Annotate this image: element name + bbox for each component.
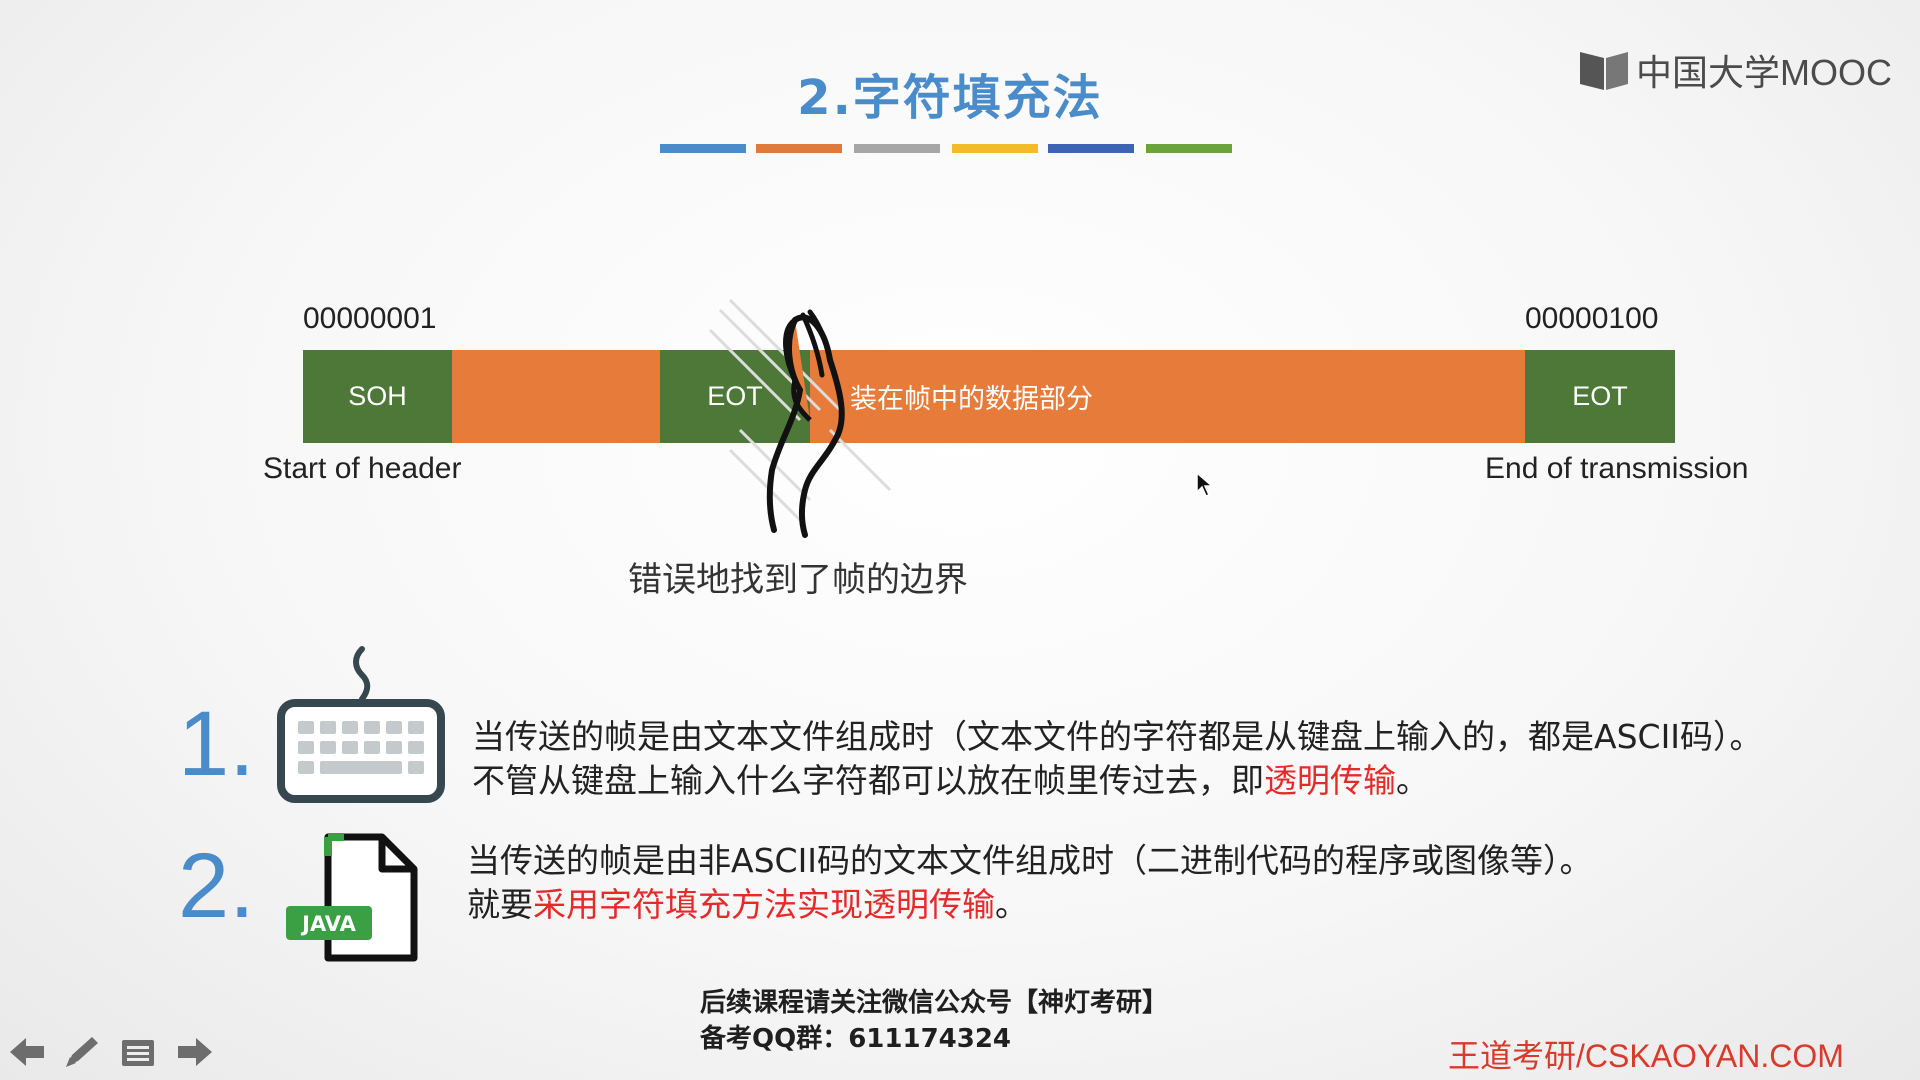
java-file-icon: JAVA [286,833,418,962]
keyboard-icon [277,646,445,803]
eot-binary: 00000100 [1525,302,1659,335]
hand-stop-icon [708,298,892,538]
item-2-highlight: 采用字符填充方法实现透明传输 [533,885,995,924]
item-2-line-1: 当传送的帧是由非ASCII码的文本文件组成时（二进制代码的程序或图像等）。 [467,841,1593,880]
item-1-line-1: 当传送的帧是由文本文件组成时（文本文件的字符都是从键盘上输入的，都是ASCII码… [472,717,1763,756]
mooc-logo: 中国大学MOOC [1578,44,1892,96]
soh-segment: SOH [303,350,452,443]
qq-group-text: 备考QQ群：611174324 [700,1024,1012,1054]
item-number-1: 1. [178,693,255,795]
frame-diagram: SOH EOT 装在帧中的数据部分 EOT [303,350,1675,443]
item-1-highlight: 透明传输 [1264,761,1396,800]
data-segment: 装在帧中的数据部分 [810,350,1525,443]
java-badge-text: JAVA [300,912,356,936]
arrow-right-icon[interactable] [174,1035,214,1069]
wechat-follow-text: 后续课程请关注微信公众号【神灯考研】 [700,988,1169,1018]
data-segment-left [452,350,660,443]
menu-icon[interactable] [118,1035,158,1069]
arrow-left-icon[interactable] [8,1035,48,1069]
item-2-line-2-suffix: 。 [995,885,1028,924]
item-2-line-2: 就要采用字符填充方法实现透明传输。 [467,878,1028,926]
accent-bar-navy [1048,144,1134,153]
accent-bar-blue [660,144,746,153]
accent-bar-green [1146,144,1232,153]
brand-watermark: 王道考研/CSKAOYAN.COM [1448,1038,1844,1074]
item-number-2: 2. [178,835,255,937]
accent-bar-gray [854,144,940,153]
soh-binary: 00000001 [303,302,437,335]
error-boundary-label: 错误地找到了帧的边界 [628,560,968,600]
accent-bar-orange [756,144,842,153]
item-1-line-2: 不管从键盘上输入什么字符都可以放在帧里传过去，即透明传输。 [472,754,1429,802]
end-of-transmission-label: End of transmission [1485,452,1749,485]
accent-bar-yellow [952,144,1038,153]
item-1-line-2-prefix: 不管从键盘上输入什么字符都可以放在帧里传过去，即 [472,761,1264,800]
item-2-line-2-prefix: 就要 [467,885,533,924]
mouse-cursor-icon [1196,472,1214,497]
logo-text: 中国大学MOOC [1636,52,1892,93]
book-logo-icon [1580,52,1628,90]
pen-icon[interactable] [62,1035,102,1069]
item-1-line-2-suffix: 。 [1396,761,1429,800]
eot-segment: EOT [1525,350,1675,443]
start-of-header-label: Start of header [263,452,462,485]
slide-title: 2.字符填充法 [797,70,1103,126]
